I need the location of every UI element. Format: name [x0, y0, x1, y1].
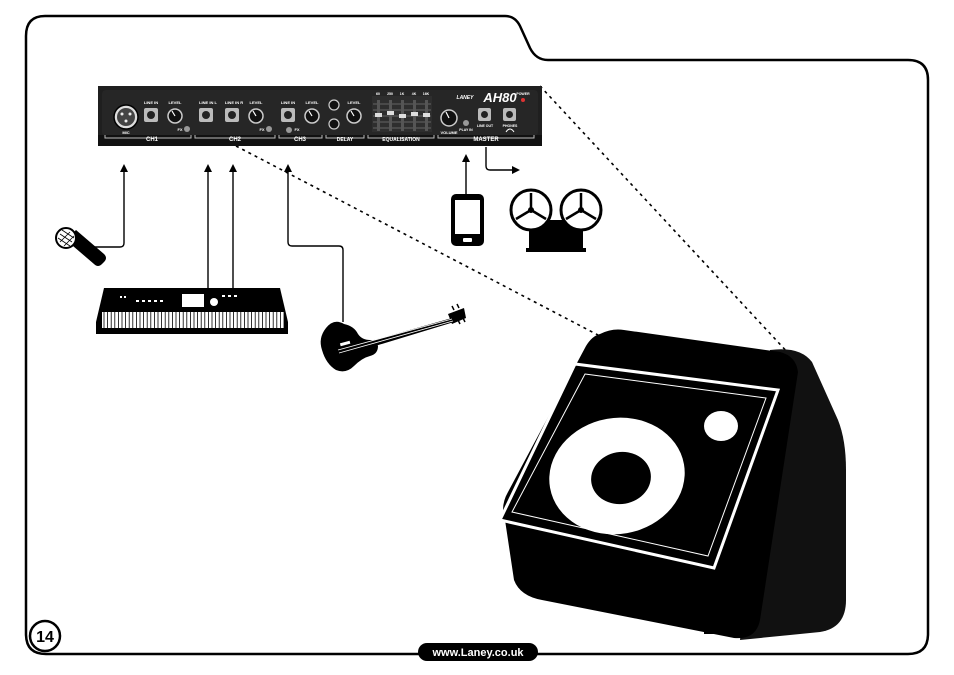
play-in-label: PLAY IN [459, 128, 473, 132]
tape-recorder-icon [509, 188, 603, 252]
ch3-level-label: LEVEL [306, 100, 319, 105]
ch3-line-label: LINE IN [281, 100, 295, 105]
power-led [521, 98, 525, 102]
delay-level-label: LEVEL [348, 100, 361, 105]
microphone-icon [55, 227, 106, 266]
website-url: www.Laney.co.uk [431, 647, 524, 659]
ch2-line-l-label: LINE IN L [199, 100, 217, 105]
amp-front-panel: CH1 CH2 CH3 DELAY EQUALISATION MASTER MI… [98, 86, 542, 146]
ch1-line-label: LINE IN [144, 100, 158, 105]
ch2-level-label: LEVEL [250, 100, 263, 105]
delay-feedback-knob [328, 118, 340, 130]
brand-logo: LANEY [457, 95, 475, 101]
ch2-fx-label: FX [259, 127, 264, 132]
line-out-label: LINE OUT [477, 124, 494, 128]
arrowheads [120, 154, 520, 174]
headphones-icon [505, 128, 515, 133]
ch1-fx-switch [184, 126, 190, 132]
page-frame [24, 14, 930, 656]
ch3-fx-label: FX [294, 127, 299, 132]
phones-label: PHONES [503, 124, 518, 128]
eq-band-label-1: 60 [376, 92, 380, 96]
ch3-fx-switch [286, 127, 292, 133]
ch1-mic-label: MIC [122, 130, 129, 135]
eq-band-label-5: 16K [423, 92, 430, 96]
ch2-fx-switch [266, 126, 272, 132]
ch2-line-r-label: LINE IN R [225, 100, 243, 105]
power-label: POWER [516, 92, 530, 96]
page-number: 14 [36, 629, 54, 646]
section-label-eq: EQUALISATION [382, 137, 420, 143]
eq-sliders [372, 96, 432, 132]
section-label-delay: DELAY [337, 137, 354, 143]
model-logo: AH80 [482, 90, 517, 105]
section-label-ch3: CH3 [294, 137, 307, 143]
eq-band-label-4: 4K [412, 92, 417, 96]
speaker-cabinet-icon [497, 329, 846, 640]
ch1-level-label: LEVEL [169, 100, 182, 105]
delay-time-knob [328, 99, 340, 111]
section-label-ch2: CH2 [229, 137, 242, 143]
section-label-ch1: CH1 [146, 137, 159, 143]
keyboard-icon [96, 288, 288, 334]
smartphone-icon [451, 194, 484, 246]
eq-band-label-2: 250 [387, 92, 393, 96]
website-url-badge[interactable]: www.Laney.co.uk [418, 643, 538, 661]
bass-guitar-icon [320, 303, 466, 372]
projection-lines [235, 85, 791, 356]
section-label-master: MASTER [473, 137, 499, 143]
master-volume-label: VOLUME [440, 130, 457, 135]
eq-band-label-3: 1K [400, 92, 405, 96]
cables [94, 147, 514, 322]
page-number-badge: 14 [28, 619, 62, 653]
ch1-fx-label: FX [177, 127, 182, 132]
play-in-jack [463, 120, 469, 126]
